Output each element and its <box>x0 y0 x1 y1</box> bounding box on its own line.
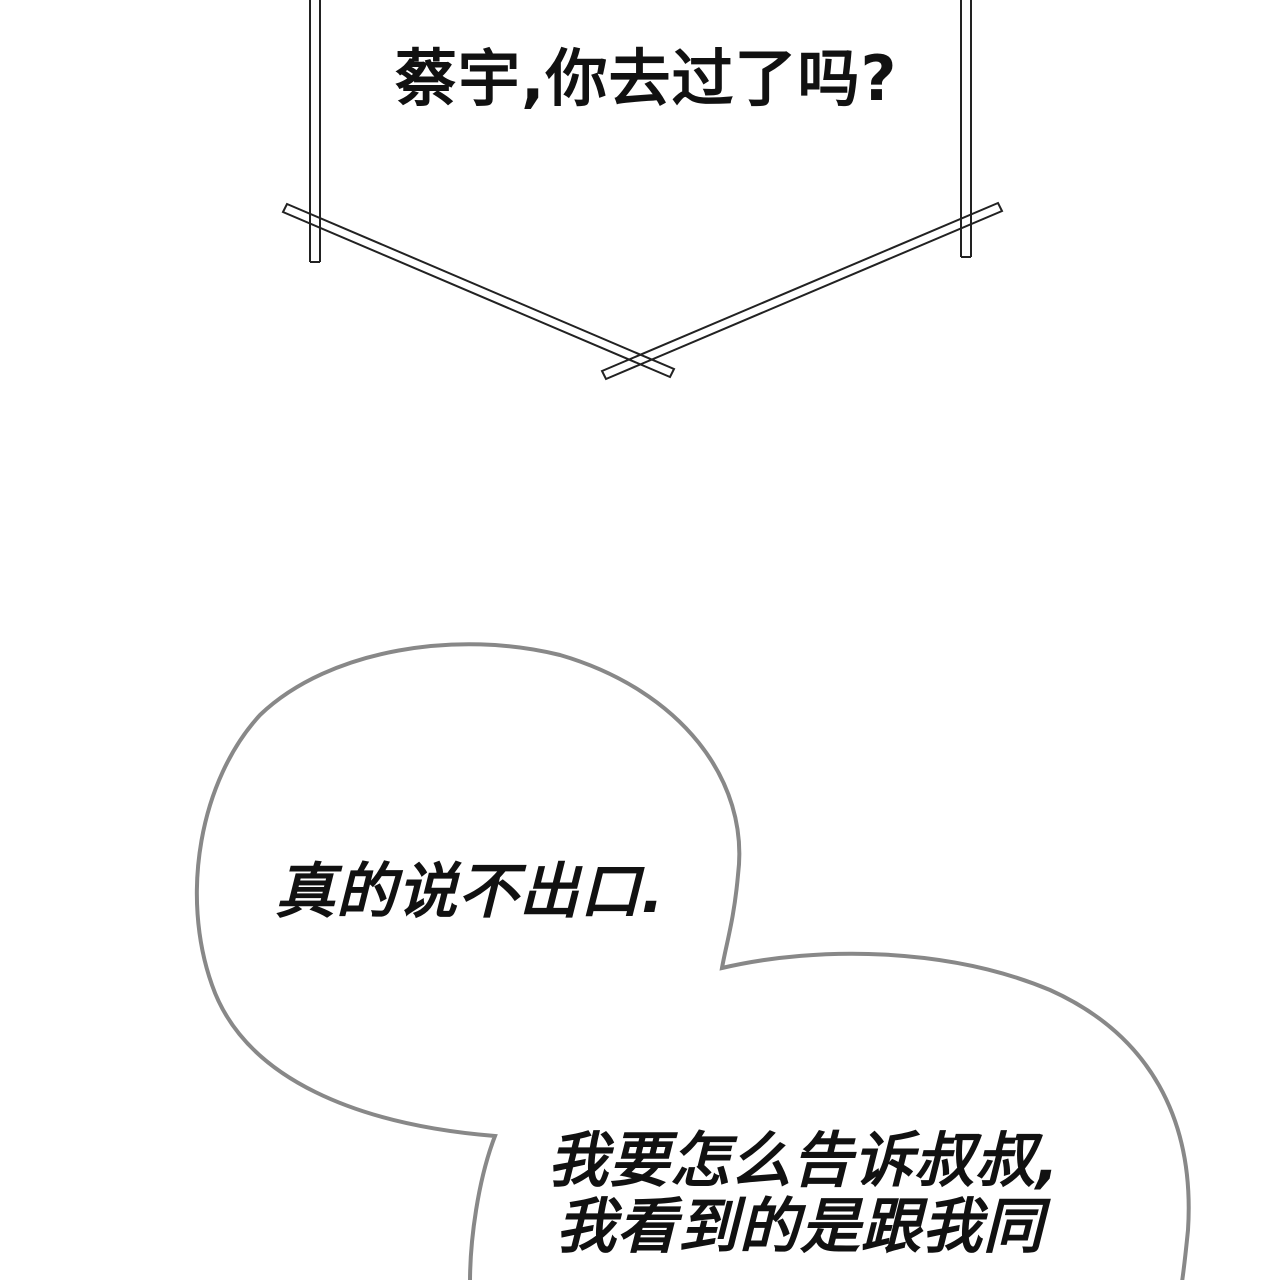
speech-bubble-outline <box>194 642 1191 1280</box>
speech-text-line-2: 我要怎么告诉叔叔, <box>548 1126 1060 1196</box>
speech-text-line-1: 真的说不出口. <box>275 857 665 927</box>
frame-left-diagonal <box>281 202 676 379</box>
narration-box-frame <box>281 0 1004 381</box>
speech-text-line-3: 我看到的是跟我同 <box>556 1192 1044 1262</box>
frame-right-diagonal <box>600 201 1004 381</box>
narration-text: 蔡宇,你去过了吗? <box>395 42 898 115</box>
speech-text-block: 我要怎么告诉叔叔, 我看到的是跟我同 <box>548 1128 1060 1260</box>
